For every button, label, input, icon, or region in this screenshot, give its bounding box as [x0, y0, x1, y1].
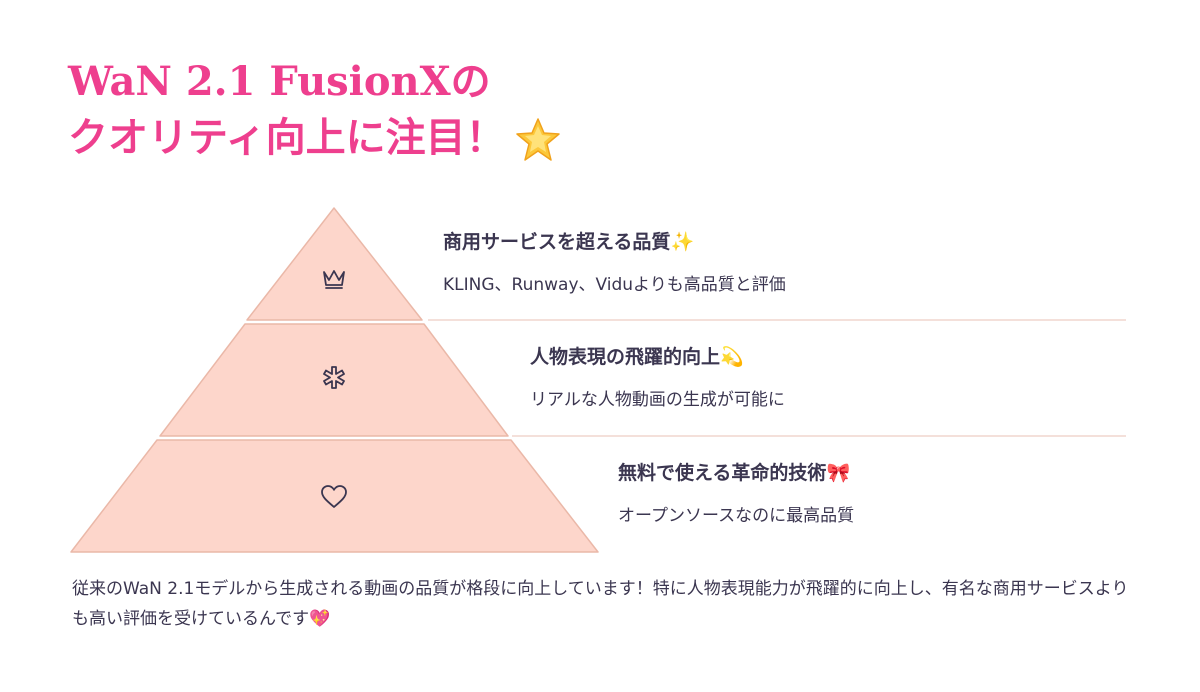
sparkles-icon: ✨	[670, 231, 695, 253]
title-line-2-text: クオリティ向上に注目！	[68, 115, 506, 161]
crown-icon	[323, 270, 345, 289]
tier-2-title-text: 人物表現の飛躍的向上	[530, 346, 721, 368]
sparkling-heart-icon: 💖	[309, 609, 331, 629]
tier-1-text: 商用サービスを超える品質✨ KLING、Runway、Viduよりも高品質と評価	[443, 229, 786, 297]
tier-2-description: リアルな人物動画の生成が可能に	[530, 390, 785, 410]
dizzy-icon: 💫	[720, 346, 744, 368]
tier-2-text: 人物表現の飛躍的向上💫 リアルな人物動画の生成が可能に	[530, 344, 785, 412]
tier-3-title-text: 無料で使える革命的技術	[618, 462, 827, 484]
tier-1-title: 商用サービスを超える品質✨	[443, 229, 786, 255]
tier-1-title-text: 商用サービスを超える品質	[443, 231, 671, 253]
ribbon-icon: 🎀	[826, 462, 851, 484]
caption-text: 従来のWaN 2.1モデルから生成される動画の品質が格段に向上しています！特に人…	[72, 579, 1129, 629]
tier-1-description: KLING、Runway、Viduよりも高品質と評価	[443, 275, 786, 295]
title-line-2: クオリティ向上に注目！	[68, 110, 562, 166]
page-title: WaN 2.1 FusionXの クオリティ向上に注目！	[68, 54, 562, 166]
caption-paragraph: 従来のWaN 2.1モデルから生成される動画の品質が格段に向上しています！特に人…	[72, 574, 1132, 634]
star-icon	[515, 118, 560, 161]
pyramid-tier-bottom	[70, 439, 599, 553]
heart-icon	[321, 485, 347, 508]
pyramid-tier-middle	[159, 323, 509, 437]
tier-3-title: 無料で使える革命的技術🎀	[618, 460, 854, 486]
tier-2-title: 人物表現の飛躍的向上💫	[530, 344, 785, 370]
tier-3-description: オープンソースなのに最高品質	[618, 506, 855, 526]
title-line-1: WaN 2.1 FusionXの	[68, 58, 491, 105]
asterisk-icon	[323, 366, 345, 389]
pyramid-tier-top	[246, 207, 423, 321]
tier-3-text: 無料で使える革命的技術🎀 オープンソースなのに最高品質	[618, 460, 854, 528]
